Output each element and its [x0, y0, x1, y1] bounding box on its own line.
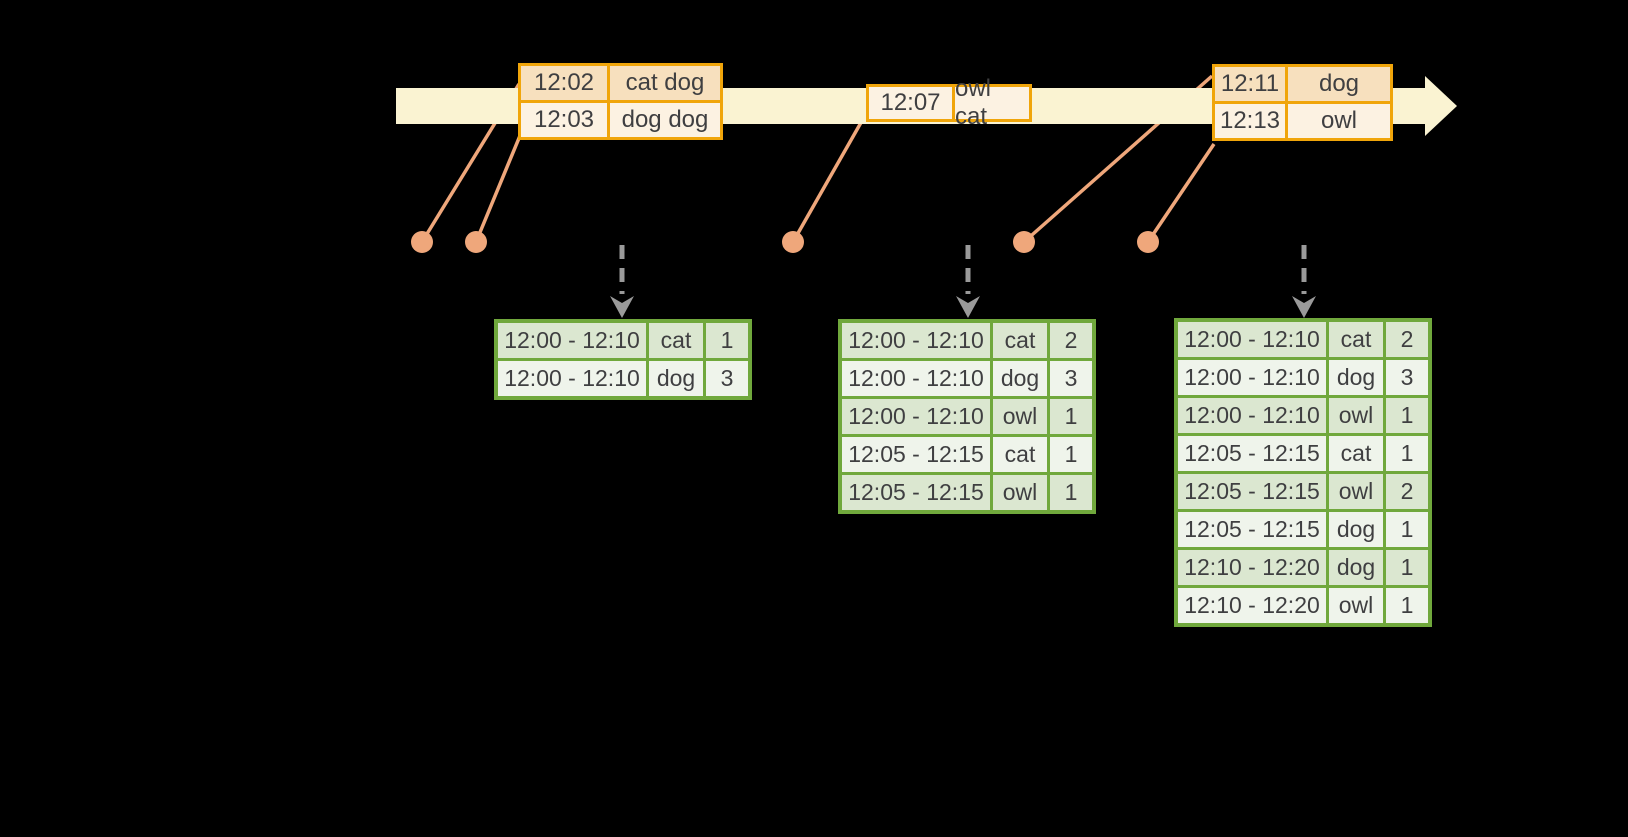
animal-cell: cat [993, 437, 1047, 472]
event-time: 12:11 [1215, 67, 1285, 101]
count-cell: 2 [1050, 323, 1092, 358]
event-connector-line [474, 125, 526, 243]
result-table-2: 12:00 - 12:10 cat 2 12:00 - 12:10 dog 3 … [838, 319, 1096, 514]
animal-cell: dog [1329, 360, 1383, 395]
window-cell: 12:00 - 12:10 [1178, 322, 1326, 357]
count-cell: 1 [706, 323, 748, 358]
animal-cell: dog [993, 361, 1047, 396]
animal-cell: owl [993, 475, 1047, 510]
event-connector-line [1146, 143, 1216, 243]
window-cell: 12:05 - 12:15 [842, 437, 990, 472]
count-cell: 1 [1050, 475, 1092, 510]
animal-cell: owl [1329, 398, 1383, 433]
animal-cell: dog [649, 361, 703, 396]
window-cell: 12:10 - 12:20 [1178, 588, 1326, 623]
count-cell: 2 [1386, 322, 1428, 357]
event-words: owl cat [955, 75, 1029, 130]
count-cell: 3 [1050, 361, 1092, 396]
event-dot [1137, 231, 1159, 253]
trigger-arrow-icon [956, 245, 980, 318]
window-cell: 12:00 - 12:10 [498, 323, 646, 358]
timeline-arrowhead-icon [1425, 76, 1457, 136]
count-cell: 3 [1386, 360, 1428, 395]
event-words: cat dog [610, 66, 720, 100]
window-cell: 12:00 - 12:10 [1178, 398, 1326, 433]
window-cell: 12:00 - 12:10 [842, 361, 990, 396]
animal-cell: cat [1329, 436, 1383, 471]
event-box-2: 12:07 owl cat [866, 75, 1032, 130]
window-cell: 12:05 - 12:15 [1178, 474, 1326, 509]
window-cell: 12:05 - 12:15 [1178, 512, 1326, 547]
count-cell: 1 [1050, 437, 1092, 472]
window-cell: 12:00 - 12:10 [842, 323, 990, 358]
animal-cell: cat [1329, 322, 1383, 357]
count-cell: 3 [706, 361, 748, 396]
event-dot [465, 231, 487, 253]
count-cell: 1 [1050, 399, 1092, 434]
animal-cell: dog [1329, 550, 1383, 585]
animal-cell: cat [649, 323, 703, 358]
window-cell: 12:00 - 12:10 [842, 399, 990, 434]
result-table-3: 12:00 - 12:10 cat 2 12:00 - 12:10 dog 3 … [1174, 318, 1432, 627]
result-table-1: 12:00 - 12:10 cat 1 12:00 - 12:10 dog 3 [494, 319, 752, 400]
event-dot [411, 231, 433, 253]
count-cell: 2 [1386, 474, 1428, 509]
window-cell: 12:05 - 12:15 [842, 475, 990, 510]
animal-cell: dog [1329, 512, 1383, 547]
event-words: dog dog [610, 103, 720, 137]
event-dot [782, 231, 804, 253]
event-connector-line [791, 111, 869, 243]
event-time: 12:13 [1215, 104, 1285, 138]
event-time: 12:03 [521, 103, 607, 137]
event-dot [1013, 231, 1035, 253]
trigger-arrow-icon [1292, 245, 1316, 318]
count-cell: 1 [1386, 512, 1428, 547]
animal-cell: cat [993, 323, 1047, 358]
window-cell: 12:05 - 12:15 [1178, 436, 1326, 471]
event-words: owl [1288, 104, 1390, 138]
window-cell: 12:00 - 12:10 [498, 361, 646, 396]
trigger-arrow-icon [610, 245, 634, 318]
window-cell: 12:10 - 12:20 [1178, 550, 1326, 585]
count-cell: 1 [1386, 588, 1428, 623]
animal-cell: owl [1329, 474, 1383, 509]
event-time: 12:02 [521, 66, 607, 100]
count-cell: 1 [1386, 398, 1428, 433]
event-time: 12:07 [869, 87, 952, 119]
animal-cell: owl [993, 399, 1047, 434]
window-cell: 12:00 - 12:10 [1178, 360, 1326, 395]
animal-cell: owl [1329, 588, 1383, 623]
count-cell: 1 [1386, 436, 1428, 471]
event-box-3: 12:11 dog 12:13 owl [1212, 64, 1393, 141]
count-cell: 1 [1386, 550, 1428, 585]
event-words: dog [1288, 67, 1390, 101]
event-box-1: 12:02 cat dog 12:03 dog dog [518, 63, 723, 140]
